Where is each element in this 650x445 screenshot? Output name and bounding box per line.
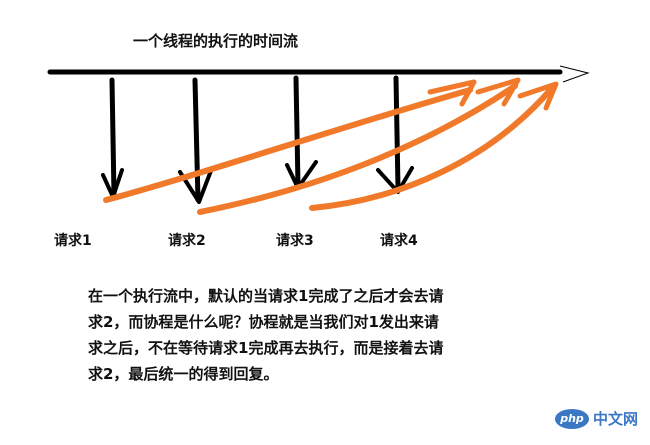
diagram-title: 一个线程的执行的时间流 [133, 32, 299, 50]
watermark-text: 中文网 [593, 410, 639, 428]
description-text: 在一个执行流中，默认的当请求1完成了之后才会去请 求2，而协程是什么呢？协程就是… [88, 283, 508, 387]
request-arrow-1 [101, 77, 124, 199]
request-label-2: 请求2 [168, 233, 206, 249]
request-label-4: 请求4 [380, 233, 418, 249]
description-line-2: 求2，而协程是什么呢？协程就是当我们对1发出来请 [88, 313, 439, 331]
description-line-1: 在一个执行流中，默认的当请求1完成了之后才会去请 [88, 287, 444, 305]
request-arrow-3 [285, 75, 318, 190]
description-line-4: 求2，最后统一的得到回复。 [88, 365, 279, 383]
request-label-3: 请求3 [276, 233, 314, 249]
coroutine-arrow-1 [103, 79, 477, 203]
watermark: php 中文网 [555, 408, 638, 429]
request-arrow-2 [178, 77, 214, 204]
coroutine-arrow-2 [197, 77, 521, 215]
watermark-logo-icon: php [555, 408, 589, 429]
description-line-3: 求之后，不在等待请求1完成再去执行，而是接着去请 [88, 339, 444, 357]
request-label-1: 请求1 [54, 233, 92, 249]
timeline-arrowhead [559, 65, 590, 83]
request-arrow-4 [376, 75, 414, 194]
coroutine-arrow-3 [309, 81, 559, 211]
